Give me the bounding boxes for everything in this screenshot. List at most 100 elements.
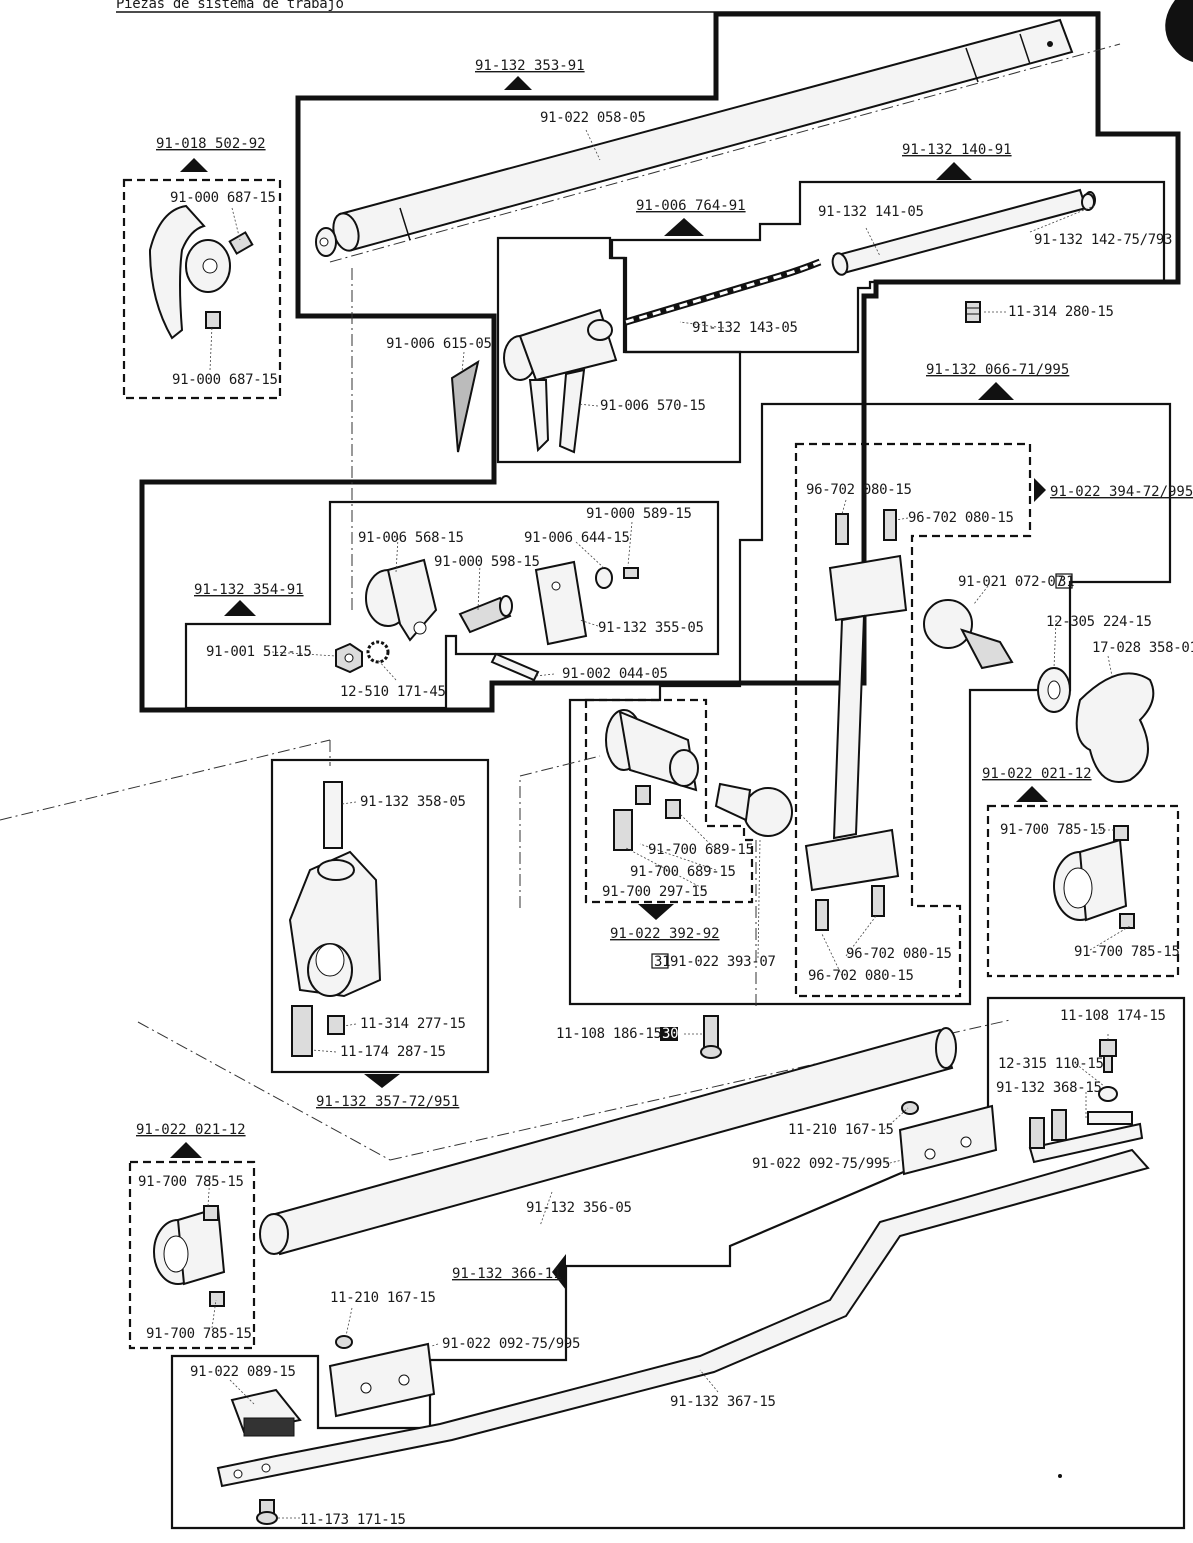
collar-left — [153, 1205, 226, 1307]
label-assembly-392-92: 91-022 392-92 — [610, 926, 720, 942]
label-assembly-018-502: 91-018 502-92 — [156, 136, 266, 152]
label-part-644-15: 91-006 644-15 — [524, 530, 630, 546]
centerline-lower-plane4 — [519, 755, 601, 777]
label-part-143-05: 91-132 143-05 — [692, 320, 798, 336]
cord — [625, 258, 822, 326]
label-part-356-05: 91-132 356-05 — [526, 1200, 632, 1216]
clamp-392 — [605, 709, 699, 851]
marker-triangle-353-91 — [504, 76, 532, 90]
label-part-570-15: 91-006 570-15 — [600, 398, 706, 414]
ball-393 — [714, 782, 793, 837]
marker-triangle-354-91 — [224, 600, 256, 616]
bolt-598 — [458, 595, 513, 634]
marker-triangle-140-91 — [936, 162, 972, 180]
label-assembly-366-11: 91-132 366-11 — [452, 1266, 562, 1282]
screw-186 — [700, 1015, 722, 1059]
label-assembly-357-72: 91-132 357-72/951 — [316, 1094, 459, 1110]
label-part-368-15: 91-132 368-15 — [996, 1080, 1102, 1096]
double-blade-part — [503, 308, 618, 454]
outline-assembly-066-71 — [568, 402, 1172, 1006]
pin-044 — [490, 652, 540, 682]
label-part-080-15-b: 96-702 080-15 — [908, 510, 1014, 526]
block-355 — [534, 560, 588, 646]
marker-triangle-392-92 — [638, 904, 674, 920]
badge-072-07-box — [1055, 573, 1073, 589]
pad-left — [328, 1335, 436, 1418]
nut-and-washer — [335, 640, 390, 674]
label-part-089-15: 91-022 089-15 — [190, 1364, 296, 1380]
label-part-171-15: 11-173 171-15 — [300, 1512, 406, 1528]
label-part-171-45: 12-510 171-45 — [340, 684, 446, 700]
bracket-368 — [1028, 1109, 1144, 1164]
shaft-upper — [315, 18, 1074, 257]
centerline-lower-plane — [137, 1021, 391, 1161]
label-part-785-15-l1: 91-700 785-15 — [138, 1174, 244, 1190]
centerline-upper-shaft — [329, 43, 1121, 263]
marker-triangle-018-502 — [180, 158, 208, 172]
badge-393-07: 31 — [654, 954, 670, 970]
gear-089 — [230, 1388, 302, 1437]
bar-356 — [259, 1027, 957, 1256]
outline-assembly-357-72 — [270, 758, 490, 1074]
knife-wedge — [450, 359, 480, 453]
marker-triangle-021-12-right — [1016, 786, 1048, 802]
pad-right — [898, 1101, 998, 1176]
label-part-297-15: 91-700 297-15 — [602, 884, 708, 900]
label-part-280-15: 11-314 280-15 — [1008, 304, 1114, 320]
stray-dot — [1058, 1474, 1062, 1478]
label-part-687-15-top: 91-000 687-15 — [170, 190, 276, 206]
label-part-689-15-a: 91-700 689-15 — [648, 842, 754, 858]
label-part-358-05: 91-132 358-05 — [360, 794, 466, 810]
marker-triangle-021-12-left — [170, 1142, 202, 1158]
label-part-142-75: 91-132 142-75/793 — [1034, 232, 1172, 248]
label-part-598-15: 91-000 598-15 — [434, 554, 540, 570]
outline-assembly-021-12-right — [986, 804, 1180, 978]
label-part-689-15-b: 91-700 689-15 — [630, 864, 736, 880]
centerline-crank — [0, 739, 331, 821]
label-part-277-15: 11-314 277-15 — [360, 1016, 466, 1032]
label-part-141-05: 91-132 141-05 — [818, 204, 924, 220]
page-header: Piezas de sistema de trabajo — [116, 0, 344, 12]
label-part-589-15: 91-000 589-15 — [586, 506, 692, 522]
screw-174-and-washer — [1098, 1039, 1118, 1102]
label-part-080-15-d: 96-702 080-15 — [808, 968, 914, 984]
label-part-687-15-bot: 91-000 687-15 — [172, 372, 278, 388]
screw-589 — [623, 567, 639, 579]
label-part-512-15: 91-001 512-15 — [206, 644, 312, 660]
knob-and-washer — [1037, 667, 1155, 783]
label-part-072-07: 91-021 072-07 — [958, 574, 1064, 590]
label-part-167-15-l: 11-210 167-15 — [330, 1290, 436, 1306]
marker-triangle-366-11 — [552, 1254, 566, 1290]
label-assembly-140-91: 91-132 140-91 — [902, 142, 1012, 158]
outline-assembly-764-91 — [496, 236, 742, 464]
label-assembly-021-12-right: 91-022 021-12 — [982, 766, 1092, 782]
leaders — [207, 129, 1131, 1519]
outline-assembly-353-91 — [139, 11, 1181, 713]
collar-right — [1053, 825, 1135, 929]
outline-assembly-018-502 — [122, 178, 282, 400]
badge-186-15-box — [660, 1027, 678, 1041]
lever-367 — [216, 1148, 1150, 1488]
page-corner-mark — [1165, 0, 1193, 62]
label-assembly-764-91: 91-006 764-91 — [636, 198, 746, 214]
label-part-080-15-c: 96-702 080-15 — [846, 946, 952, 962]
label-part-058-05: 91-022 058-05 — [540, 110, 646, 126]
label-assembly-353-91: 91-132 353-91 — [475, 58, 585, 74]
label-part-044-05: 91-002 044-05 — [562, 666, 668, 682]
label-part-367-15: 91-132 367-15 — [670, 1394, 776, 1410]
label-part-615-05: 91-006 615-05 — [386, 336, 492, 352]
outline-assembly-394-72 — [794, 442, 1032, 998]
outline-assembly-354-91 — [184, 500, 720, 710]
screw-142-75 — [1081, 193, 1095, 211]
label-part-287-15: 11-174 287-15 — [340, 1044, 446, 1060]
label-part-785-15-r1: 91-700 785-15 — [1000, 822, 1106, 838]
marker-triangle-394-72 — [1034, 478, 1046, 502]
label-part-092-75-l: 91-022 092-75/995 — [442, 1336, 580, 1352]
hook-assembly — [148, 204, 254, 340]
marker-triangle-357-72 — [364, 1074, 400, 1088]
crank-357 — [288, 850, 382, 1057]
label-part-785-15-l2: 91-700 785-15 — [146, 1326, 252, 1342]
label-part-174-15: 11-108 174-15 — [1060, 1008, 1166, 1024]
label-part-186-15: 11-108 186-15 — [556, 1026, 662, 1042]
